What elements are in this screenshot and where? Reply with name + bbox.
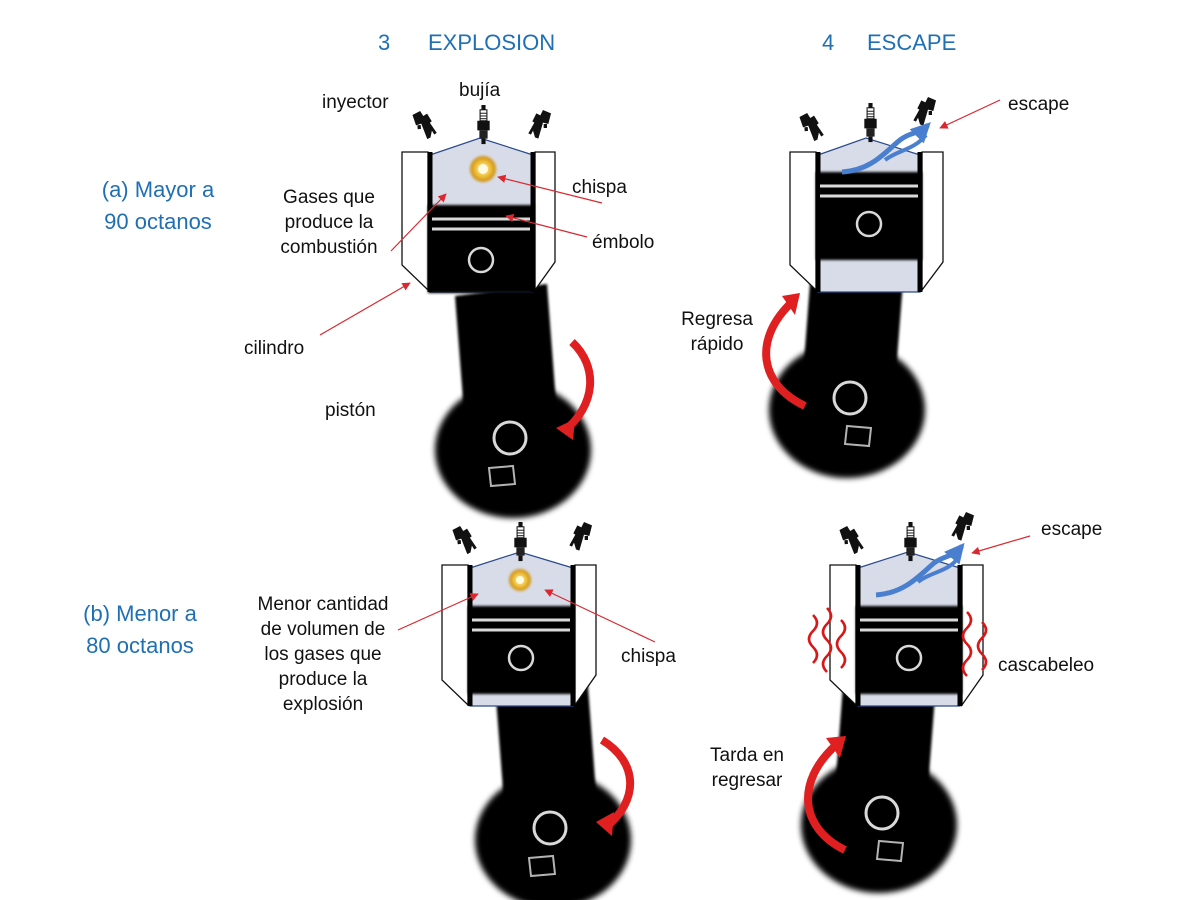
spark-plug-icon [863,102,878,143]
label-gases-line2: produce la [284,212,374,233]
label-tarda-line2: regresar [711,770,783,791]
step-3-title: EXPLOSION [428,30,556,55]
row-b-line2: 80 octanos [86,633,194,658]
label-menor-volumen: Menor cantidad de volumen de los gases q… [240,592,406,717]
label-inyector: inyector [322,92,389,113]
injector-icon [839,524,865,556]
step-4-title: ESCAPE [867,30,957,55]
injector-icon [452,524,478,556]
label-bujia: bujía [459,80,501,101]
injector-icon [799,111,825,143]
label-chispa-a: chispa [572,177,627,198]
rotation-arrow-icon [762,299,807,410]
embolo-head [468,606,574,694]
embolo-head [428,205,534,293]
rotation-arrow-icon [804,742,847,854]
exhaust-flow-icon [875,542,965,598]
embolo-head [856,606,962,694]
exhaust-flow-icon [841,122,931,175]
embolo-head [816,172,922,260]
rotation-arrow-icon [599,736,635,832]
spark-icon [509,569,531,591]
crankshaft-piston-b3 [475,674,631,900]
injector-icon [951,512,974,541]
label-escape-a: escape [1008,94,1070,115]
label-menor-line3: los gases que [264,644,382,665]
label-escape-b: escape [1041,519,1103,540]
label-cilindro: cilindro [244,338,305,359]
engine-panel-a-explosion [401,104,595,518]
step-4-number: 4 [822,30,835,55]
injector-icon [412,109,438,141]
label-tarda-regresar: Tarda en regresar [692,743,802,793]
injector-icon [528,110,551,139]
engine-panel-a-escape [762,97,944,478]
label-menor-line1: Menor cantidad [257,594,389,615]
pointer-lines [319,99,1031,643]
injector-icon [569,522,592,551]
label-menor-line5: explosión [282,694,364,715]
engine-panel-b-escape [801,512,988,893]
label-piston: pistón [325,400,376,421]
label-gases-line3: combustión [280,237,378,258]
label-cascabeleo: cascabeleo [998,655,1095,676]
cylinder-wall-left [401,151,429,292]
label-embolo: émbolo [592,232,655,253]
row-b-line1: (b) Menor a [83,601,197,626]
row-a-line1: (a) Mayor a [101,177,215,202]
label-gases-combustion: Gases que produce la combustión [260,185,398,260]
label-chispa-b: chispa [621,646,676,667]
row-a-label: (a) Mayor a 90 octanos [88,174,228,238]
crankshaft-piston-a3 [435,284,591,518]
label-tarda-line1: Tarda en [710,745,784,766]
engine-panel-b-explosion [441,521,635,900]
row-a-line2: 90 octanos [104,209,212,234]
spark-icon [470,156,496,182]
injector-icon [913,97,936,126]
label-menor-line2: de volumen de [260,619,386,640]
row-b-label: (b) Menor a 80 octanos [70,598,210,662]
label-regresa-rapido: Regresa rápido [672,307,762,357]
label-regresa-line2: rápido [690,334,744,355]
label-menor-line4: produce la [278,669,368,690]
label-regresa-line1: Regresa [681,309,753,330]
label-gases-line1: Gases que [283,187,375,208]
cylinder-wall-right [534,151,556,293]
knock-vibration-icon [807,607,988,677]
step-3-number: 3 [378,30,391,55]
